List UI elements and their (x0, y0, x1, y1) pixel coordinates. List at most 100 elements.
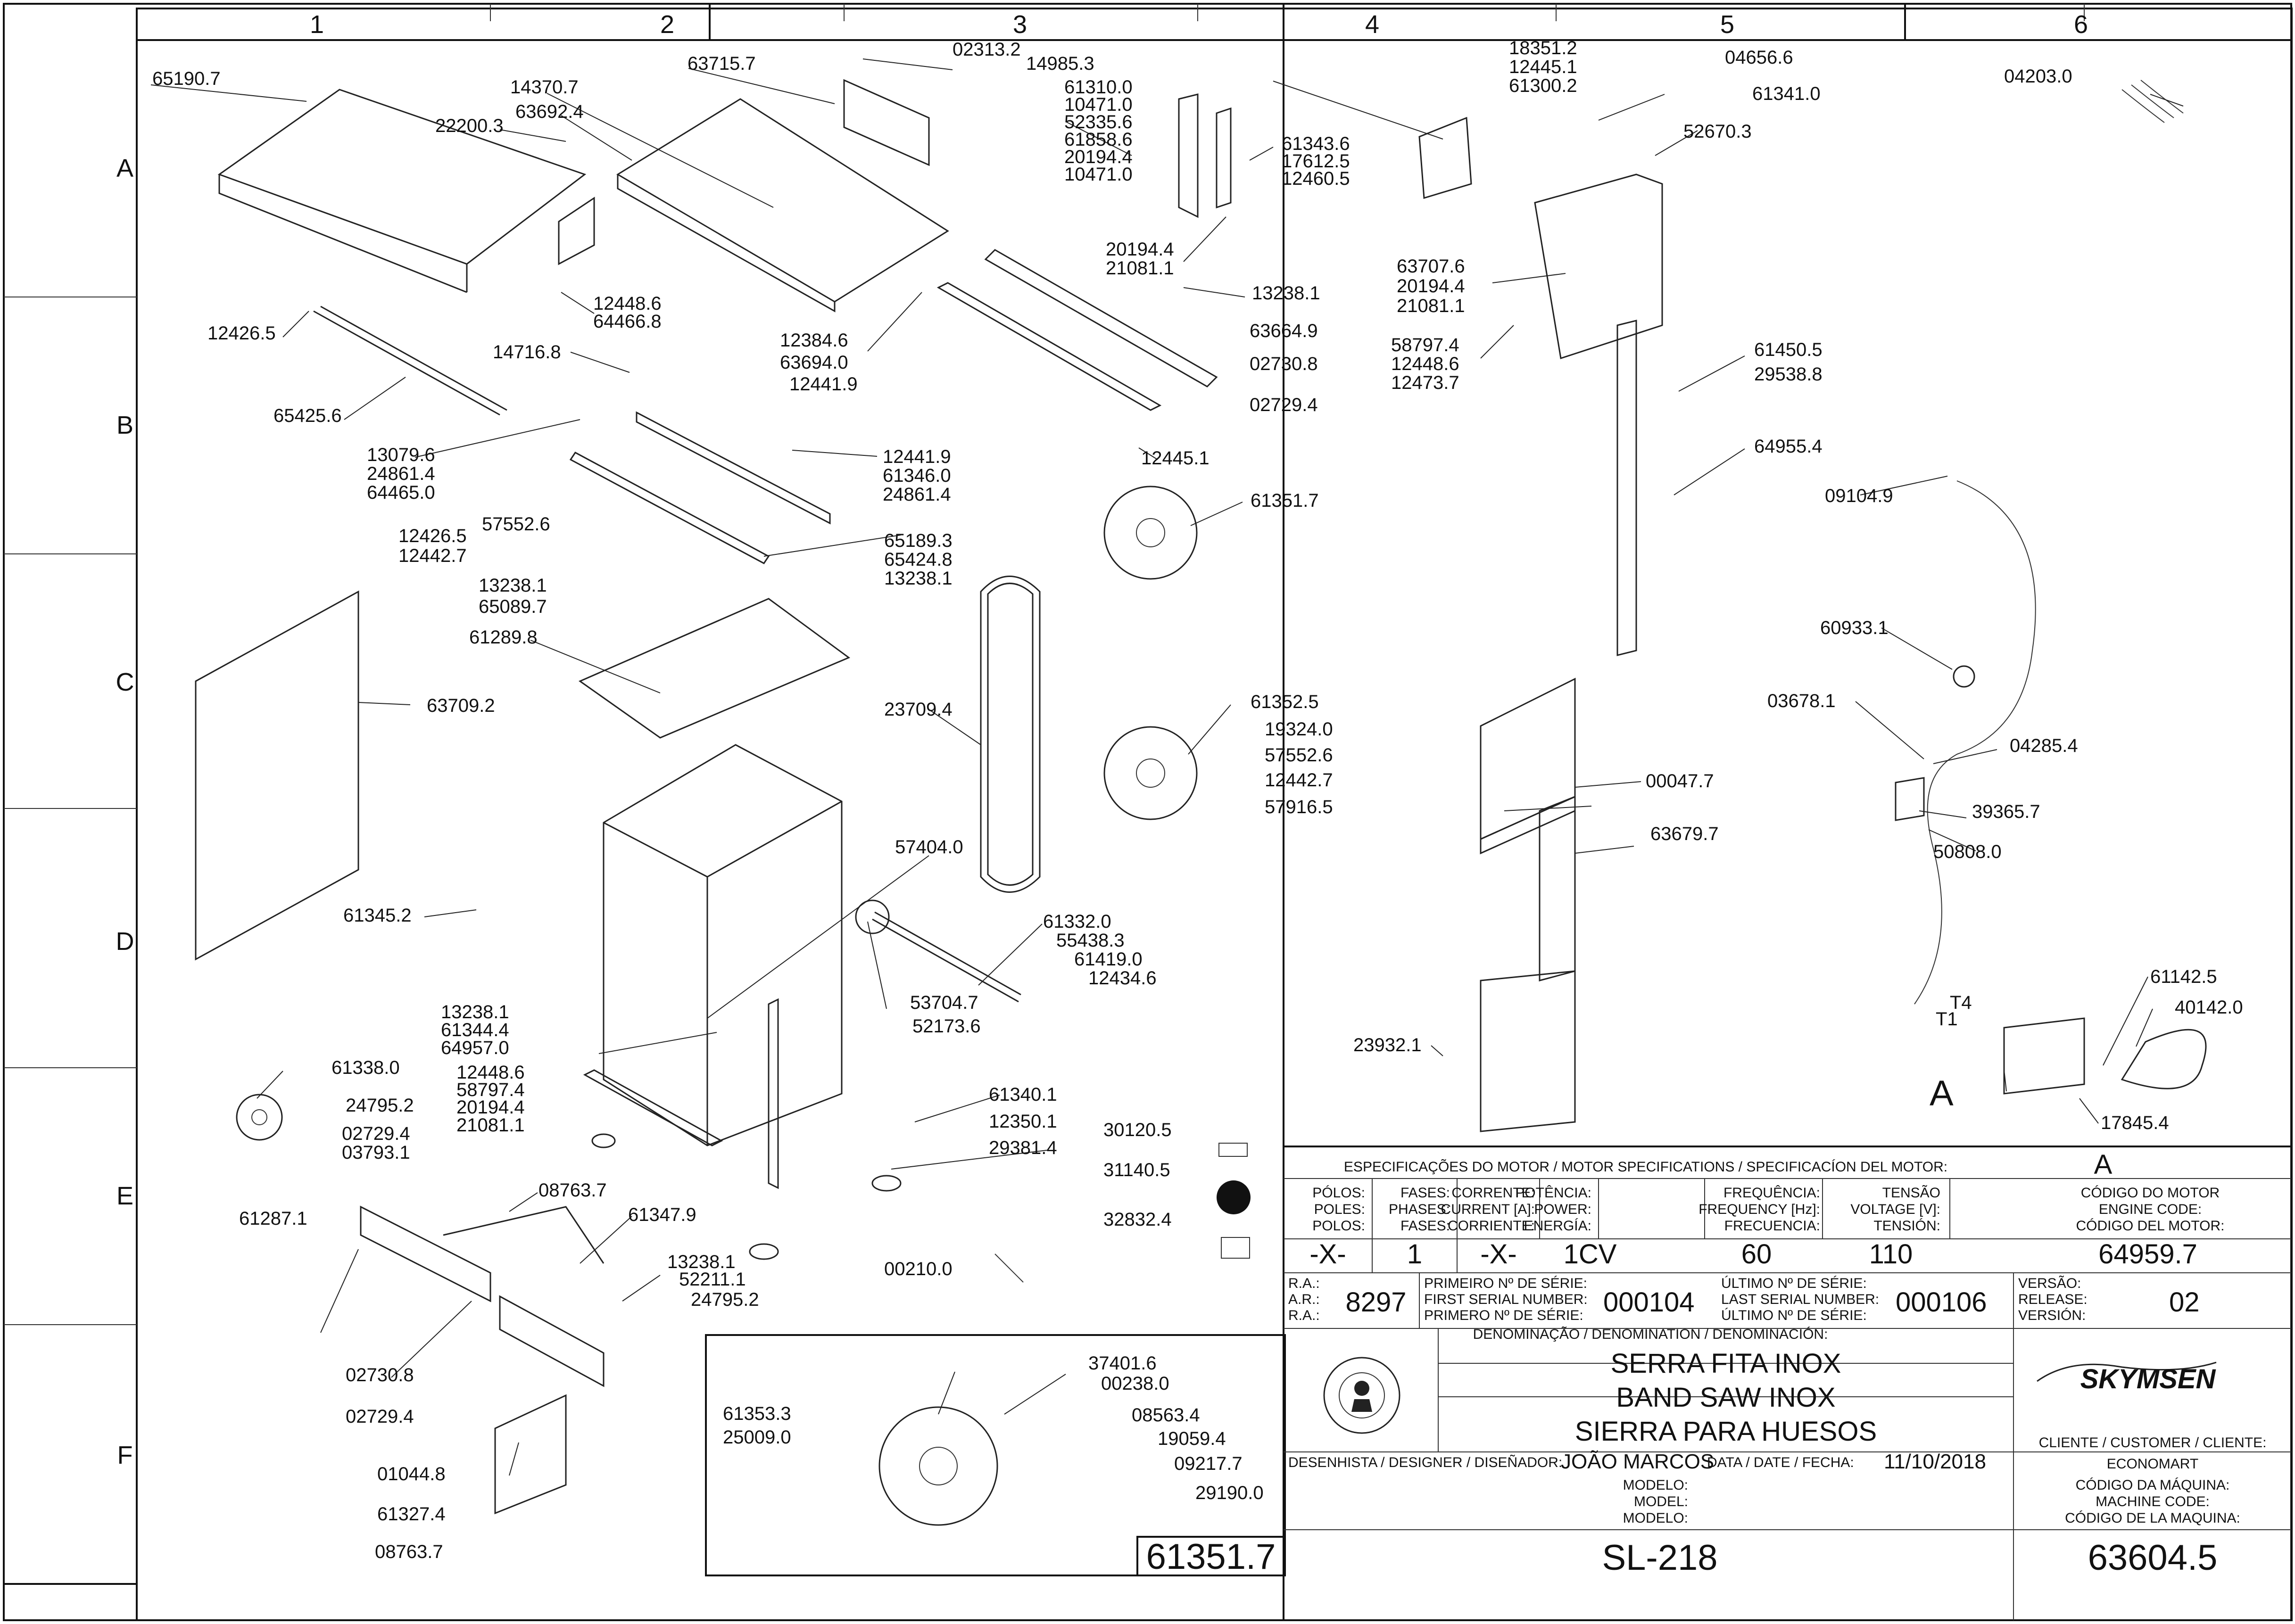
svg-text:MODEL:: MODEL: (1634, 1494, 1688, 1509)
callout: 57404.0 (895, 837, 963, 857)
callout: 24795.2 (691, 1289, 759, 1310)
callout: 20194.4 (456, 1097, 525, 1118)
callout: 12350.1 (989, 1111, 1057, 1132)
callout: 19059.4 (1158, 1428, 1226, 1449)
callout: 12384.6 (780, 330, 848, 351)
callout: 13238.1 (1252, 283, 1320, 304)
callout: 00210.0 (884, 1259, 953, 1279)
designer-label: DESENHISTA / DESIGNER / DISEÑADOR: (1288, 1454, 1562, 1470)
svg-text:FRECUENCIA:: FRECUENCIA: (1724, 1218, 1820, 1234)
spec-engine-code: 64959.7 (2098, 1239, 2197, 1270)
callout: 61343.6 (1282, 133, 1350, 154)
svg-text:FASES:: FASES: (1400, 1218, 1450, 1234)
callout: 37401.6 (1088, 1353, 1157, 1374)
svg-text:ÚLTIMO Nº DE SÉRIE:: ÚLTIMO Nº DE SÉRIE: (1721, 1308, 1867, 1323)
callout: 12445.1 (1141, 448, 1210, 469)
callout: 19324.0 (1265, 719, 1333, 740)
svg-text:CÓDIGO DE LA MAQUINA:: CÓDIGO DE LA MAQUINA: (2065, 1510, 2240, 1526)
version: 02 (2169, 1287, 2200, 1318)
spec-frequency: 60 (1741, 1239, 1772, 1270)
callout: 02729.4 (346, 1406, 414, 1427)
first-serial: 000104 (1603, 1287, 1695, 1318)
callout: 02730.8 (1250, 354, 1318, 374)
authorized-service-seal-logo (1323, 1357, 1400, 1434)
svg-text:A.R.:: A.R.: (1288, 1292, 1320, 1307)
callout: 12441.9 (789, 374, 858, 395)
ra-value: 8297 (1345, 1287, 1406, 1318)
svg-text:ENGINE CODE:: ENGINE CODE: (2099, 1202, 2202, 1217)
svg-text:CÓDIGO DA MÁQUINA:: CÓDIGO DA MÁQUINA: (2076, 1477, 2230, 1493)
grid-col-6: 6 (2074, 10, 2088, 39)
svg-text:FASES:: FASES: (1400, 1185, 1450, 1201)
callout: 61332.0 (1043, 911, 1111, 932)
denomination-en: BAND SAW INOX (1616, 1382, 1835, 1413)
callout: 61344.4 (441, 1020, 509, 1040)
callout: 61340.1 (989, 1084, 1057, 1105)
callout: 60933.1 (1820, 618, 1889, 638)
grid-col-5: 5 (1720, 10, 1734, 39)
callout: 61858.6 (1064, 129, 1133, 150)
callout: 61289.8 (469, 627, 538, 648)
callout: 02729.4 (342, 1123, 410, 1144)
svg-text:SKYMSEN: SKYMSEN (2080, 1364, 2216, 1394)
callout: 08563.4 (1132, 1405, 1200, 1426)
designer: JOÃO MARCOS (1561, 1450, 1714, 1473)
date-label: DATA / DATE / FECHA: (1707, 1455, 1854, 1470)
spec-current: -X- (1480, 1239, 1516, 1270)
callout: 13238.1 (441, 1002, 509, 1022)
callout: 55438.3 (1056, 930, 1125, 951)
callout: 12442.7 (1265, 770, 1333, 791)
denomination-pt: SERRA FITA INOX (1611, 1348, 1841, 1379)
callout: 64957.0 (441, 1038, 509, 1058)
callout: 61338.0 (331, 1057, 400, 1078)
svg-text:VOLTAGE [V]:: VOLTAGE [V]: (1850, 1202, 1940, 1217)
callout: 61287.1 (239, 1208, 307, 1229)
part-drawings (195, 79, 2207, 1526)
svg-text:PÓLOS:: PÓLOS: (1312, 1185, 1365, 1201)
grid-row-d: D (116, 927, 134, 956)
skymsen-brand-logo: SKYMSEN (2037, 1361, 2217, 1394)
grid-col-1: 1 (310, 10, 324, 39)
spec-poles: -X- (1309, 1239, 1346, 1270)
svg-text:CURRENT [A]:: CURRENT [A]: (1441, 1202, 1535, 1217)
callout: 02730.8 (346, 1365, 414, 1385)
callout: 63664.9 (1250, 321, 1318, 341)
callout: 12460.5 (1282, 168, 1350, 189)
svg-text:R.A.:: R.A.: (1288, 1276, 1320, 1291)
callout: 64955.4 (1754, 436, 1823, 457)
svg-text:PHASES:: PHASES: (1389, 1202, 1450, 1217)
callout: 14370.7 (510, 77, 579, 98)
callout: 58797.4 (1391, 335, 1459, 355)
part-callouts: 65190.7 22200.3 14370.7 63692.4 63715.7 … (152, 38, 2243, 1562)
callout: 24861.4 (883, 484, 951, 505)
callout: 65189.3 (884, 530, 953, 551)
grid-row-b: B (116, 411, 133, 439)
svg-text:PRIMEIRO Nº DE SÉRIE:: PRIMEIRO Nº DE SÉRIE: (1424, 1276, 1587, 1291)
svg-text:MACHINE CODE:: MACHINE CODE: (2096, 1494, 2210, 1509)
callout: 04285.4 (2010, 735, 2078, 756)
grid-row-f: F (117, 1441, 133, 1469)
svg-text:FREQUENCY [Hz]:: FREQUENCY [Hz]: (1698, 1202, 1820, 1217)
grid-row-labels: A B C D E F (116, 154, 134, 1469)
svg-text:MODELO:: MODELO: (1623, 1477, 1688, 1493)
leader-lines (150, 58, 2184, 1476)
last-serial: 000106 (1896, 1287, 1987, 1318)
motor-variant-callout: A (1930, 1073, 1954, 1113)
sheet-frame (3, 3, 2293, 1621)
callout: 24861.4 (367, 463, 435, 484)
callout: 12448.6 (593, 293, 662, 314)
grid-row-e: E (116, 1182, 133, 1210)
callout: 61351.7 (1251, 490, 1319, 511)
callout: 61346.0 (883, 465, 951, 486)
callout: 57552.6 (1265, 745, 1333, 766)
svg-text:CORRIENTE:: CORRIENTE: (1448, 1218, 1535, 1234)
motor-spec-title: ESPECIFICAÇÕES DO MOTOR / MOTOR SPECIFIC… (1344, 1159, 1947, 1175)
callout: 12434.6 (1088, 968, 1157, 989)
client-label: CLIENTE / CUSTOMER / CLIENTE: (2039, 1435, 2267, 1451)
callout: 02313.2 (953, 39, 1021, 60)
callout: 02729.4 (1250, 395, 1318, 415)
svg-text:VERSÃO:: VERSÃO: (2018, 1275, 2081, 1291)
callout: 30120.5 (1103, 1120, 1172, 1140)
spec-voltage: 110 (1869, 1239, 1913, 1270)
